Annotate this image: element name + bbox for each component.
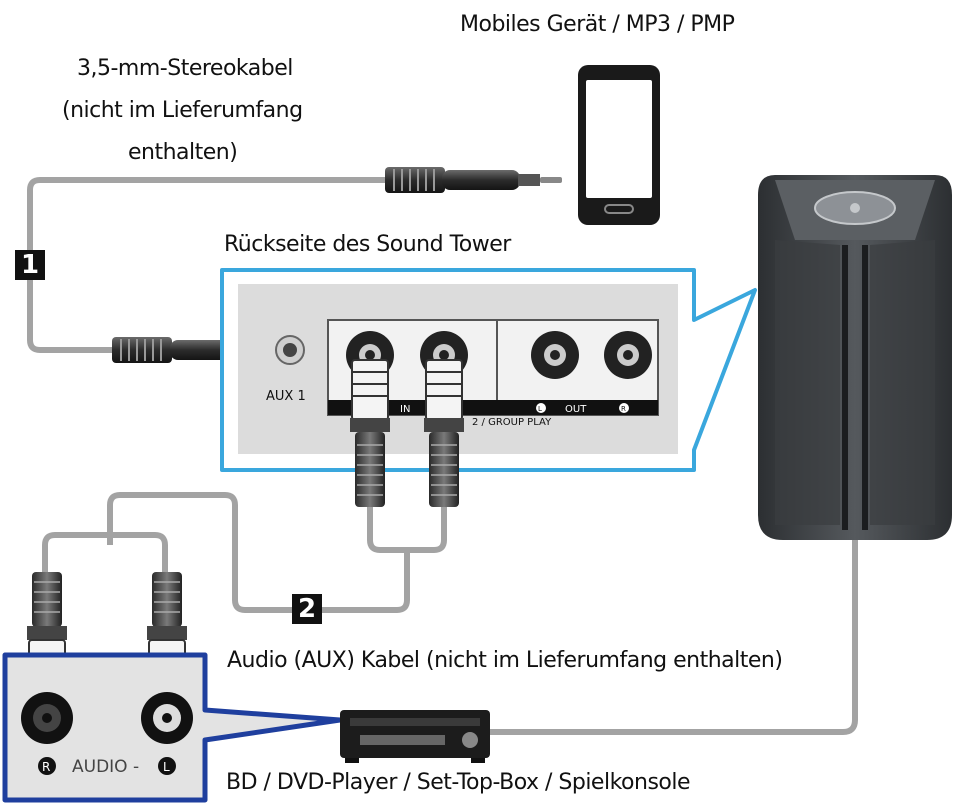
- cable-1-label-line3: enthalten): [128, 140, 238, 165]
- in-port-label: IN: [400, 404, 410, 415]
- stereo-plug-icon: [385, 167, 562, 193]
- mobile-device-label: Mobiles Gerät / MP3 / PMP: [460, 12, 735, 37]
- rear-panel-label: Rückseite des Sound Tower: [224, 232, 511, 257]
- source-l-mark: L: [163, 760, 170, 774]
- rear-panel-callout: AUX 1 IN 2 / GROUP PLAY L OUT R: [220, 268, 757, 472]
- media-player-icon: [340, 710, 490, 763]
- audio-cable-line: [42, 492, 447, 613]
- rca-plug-icon: [424, 359, 464, 507]
- cable-1-label-line1: 3,5-mm-Stereokabel: [77, 56, 293, 81]
- step-2-badge: 2: [292, 594, 322, 624]
- step-1-badge: 1: [15, 250, 45, 280]
- speaker-tower-icon: [758, 175, 952, 540]
- group-play-label: 2 / GROUP PLAY: [472, 417, 552, 428]
- source-r-mark: R: [42, 760, 50, 774]
- rca-plug-icon: [350, 359, 390, 507]
- source-panel: R AUDIO - L: [2, 652, 343, 803]
- source-audio-label: AUDIO -: [72, 757, 139, 777]
- audio-cable-label: Audio (AUX) Kabel (nicht im Lieferumfang…: [227, 648, 783, 673]
- player-label: BD / DVD-Player / Set-Top-Box / Spielkon…: [226, 770, 691, 795]
- aux-port-label: AUX 1: [266, 389, 306, 404]
- out-port-label: OUT: [565, 404, 587, 415]
- speaker-to-player-line: [485, 540, 858, 735]
- cable-1-label-line2: (nicht im Lieferumfang: [62, 98, 303, 123]
- out-right-mark: R: [621, 405, 626, 413]
- out-left-mark: L: [538, 405, 542, 413]
- smartphone-icon: [578, 65, 660, 225]
